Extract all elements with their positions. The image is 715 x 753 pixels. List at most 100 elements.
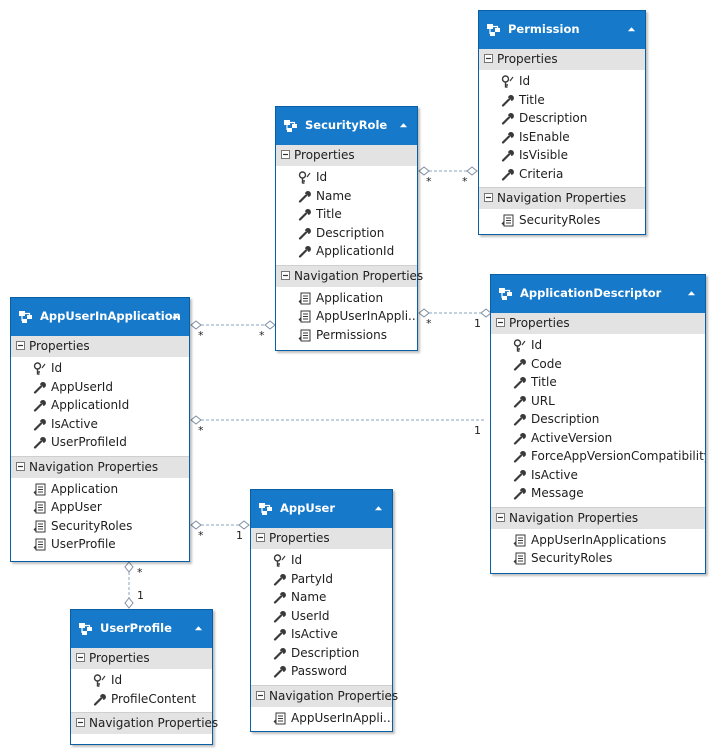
property-row[interactable]: Title [479, 91, 645, 110]
properties-section-header[interactable]: Properties [491, 313, 705, 334]
property-row[interactable]: IsActive [11, 415, 189, 434]
property-row[interactable]: Id [251, 551, 392, 570]
minus-box-icon[interactable] [281, 270, 290, 280]
property-row[interactable]: Id [491, 336, 705, 355]
property-row[interactable]: ApplicationId [11, 396, 189, 415]
chevron-up-icon[interactable] [171, 312, 180, 321]
minus-box-icon[interactable] [76, 718, 85, 727]
minus-box-icon[interactable] [281, 150, 290, 159]
properties-section-header[interactable]: Properties [479, 49, 645, 70]
property-row[interactable]: ApplicationId [276, 242, 417, 261]
entity-header[interactable]: SecurityRole [276, 107, 417, 145]
chevron-up-icon[interactable] [399, 121, 408, 130]
navigation-row[interactable]: SecurityRoles [479, 211, 645, 230]
entity-header[interactable]: Permission [479, 11, 645, 49]
navigation-row[interactable]: AppUserInApplications [491, 531, 705, 550]
navigation-row[interactable]: AppUserInAppli... [251, 709, 392, 728]
property-row[interactable]: Description [276, 224, 417, 243]
navigation-section-header[interactable]: Navigation Properties [251, 684, 398, 707]
entity-header[interactable]: ApplicationDescriptor [491, 275, 705, 313]
minus-box-icon[interactable] [484, 54, 493, 63]
entity-header[interactable]: AppUser [251, 490, 392, 528]
navigation-property-name: Application [316, 290, 384, 305]
navigation-row[interactable]: AppUserInAppli... [276, 307, 417, 326]
property-row[interactable]: Code [491, 355, 705, 374]
property-row[interactable]: Title [491, 373, 705, 392]
entity-title: Permission [508, 22, 580, 36]
navigation-section-header[interactable]: Navigation Properties [11, 455, 189, 478]
property-row[interactable]: Criteria [479, 165, 645, 184]
multiplicity-label: 1 [236, 529, 243, 542]
property-row[interactable]: URL [491, 392, 705, 411]
property-row[interactable]: Message [491, 484, 705, 503]
minus-box-icon[interactable] [496, 318, 505, 327]
minus-box-icon[interactable] [496, 512, 505, 522]
minus-box-icon[interactable] [16, 461, 25, 471]
navigation-row[interactable]: Application [276, 289, 417, 308]
navigation-row[interactable]: AppUser [11, 498, 189, 517]
property-row[interactable]: IsVisible [479, 146, 645, 165]
navigation-label: Navigation Properties [497, 191, 627, 205]
property-row[interactable]: ProfileContent [71, 690, 212, 709]
navigation-row[interactable]: Permissions [276, 326, 417, 345]
minus-box-icon[interactable] [256, 690, 265, 700]
property-row[interactable]: IsEnable [479, 128, 645, 147]
navigation-row[interactable]: UserProfile [11, 535, 189, 554]
navigation-section-header[interactable]: Navigation Properties [276, 264, 423, 287]
properties-section-header[interactable]: Properties [71, 648, 212, 669]
multiplicity-label: * [198, 424, 204, 437]
navigation-row[interactable]: SecurityRoles [11, 517, 189, 536]
property-row[interactable]: Description [479, 109, 645, 128]
property-row[interactable]: IsActive [491, 466, 705, 485]
minus-box-icon[interactable] [76, 653, 85, 662]
property-row[interactable]: PartyId [251, 570, 392, 589]
chevron-up-icon[interactable] [374, 504, 383, 513]
chevron-up-icon[interactable] [627, 25, 636, 34]
chevron-up-icon[interactable] [687, 289, 696, 298]
property-row[interactable]: UserProfileId [11, 433, 189, 452]
property-row[interactable]: Password [251, 662, 392, 681]
entity-header[interactable]: UserProfile [71, 610, 212, 648]
key-icon [93, 674, 106, 687]
navigation-section-header[interactable]: Navigation Properties [71, 712, 218, 734]
property-row[interactable]: Id [479, 72, 645, 91]
property-row[interactable]: Id [71, 671, 212, 690]
property-row[interactable]: Id [11, 359, 189, 378]
navigation-property-name: AppUserInAppli... [316, 309, 417, 323]
chevron-up-icon[interactable] [194, 624, 203, 633]
minus-box-icon[interactable] [256, 533, 265, 542]
property-row[interactable]: ActiveVersion [491, 429, 705, 448]
property-row[interactable]: AppUserId [11, 378, 189, 397]
property-row[interactable]: Description [251, 644, 392, 663]
wrench-icon [513, 432, 526, 445]
properties-label: Properties [89, 651, 150, 665]
navigation-section-header[interactable]: Navigation Properties [479, 187, 645, 209]
entity-header[interactable]: AppUserInApplication [11, 298, 189, 336]
wrench-icon [298, 190, 311, 203]
navigation-row[interactable]: Application [11, 480, 189, 499]
property-row[interactable]: Name [276, 187, 417, 206]
navigation-row[interactable]: SecurityRoles [491, 549, 705, 568]
navigation-property-icon [298, 329, 311, 341]
properties-section-header[interactable]: Properties [11, 336, 189, 357]
navigation-section-header[interactable]: Navigation Properties [491, 506, 705, 529]
property-row[interactable]: Title [276, 205, 417, 224]
minus-box-icon[interactable] [484, 193, 493, 202]
property-row[interactable]: ForceAppVersionCompatibility [491, 447, 705, 466]
property-row[interactable]: Id [276, 168, 417, 187]
property-name: Id [291, 553, 303, 567]
properties-section-header[interactable]: Properties [251, 528, 392, 549]
property-row[interactable]: Description [491, 410, 705, 429]
property-row[interactable]: UserId [251, 607, 392, 626]
minus-box-icon[interactable] [16, 341, 25, 350]
property-row[interactable]: IsActive [251, 625, 392, 644]
properties-section-header[interactable]: Properties [276, 145, 417, 166]
property-row[interactable]: Name [251, 588, 392, 607]
